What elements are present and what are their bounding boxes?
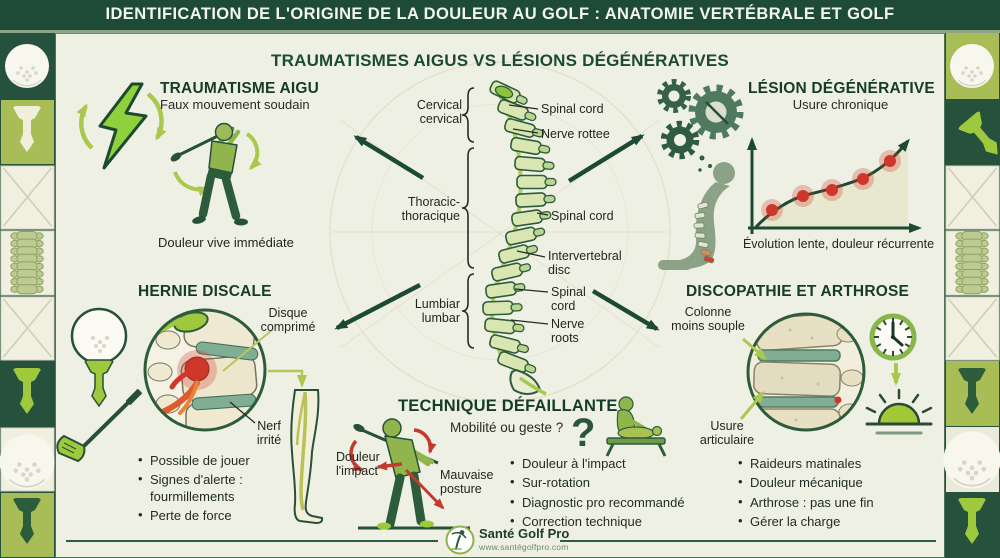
pain-points	[761, 150, 901, 221]
golf-ball-icon	[942, 430, 1000, 490]
lightning-icon	[76, 82, 167, 170]
discopathy-bullets: Raideurs matinales Douleur mécanique Art…	[737, 455, 907, 533]
lesion-caption: Évolution lente, douleur récurrente	[742, 237, 935, 251]
physio-table-icon	[605, 396, 667, 457]
hernia-bullet: Signes d'alerte : fourmillements	[137, 471, 275, 505]
discopathy-title: DISCOPATHIE ET ARTHROSE	[686, 283, 910, 300]
gears-icon	[657, 79, 744, 172]
hernia-bullet: Possible de jouer	[137, 452, 275, 469]
hernia-leader-lines	[222, 329, 307, 424]
hernia-label-disc: Disque comprimé	[260, 306, 316, 334]
brand-logo	[445, 525, 475, 555]
leg-nerve-illustration	[290, 389, 324, 525]
diagonal-arrows	[334, 134, 660, 331]
discopathy-bullet: Douleur mécanique	[737, 474, 907, 491]
hernia-title: HERNIE DISCALE	[138, 283, 272, 300]
pain-trend-chart	[747, 137, 922, 234]
hunched-person-illustration	[658, 162, 735, 270]
technique-title: TECHNIQUE DÉFAILLANTE	[398, 397, 618, 415]
spine-label-spinal-cord-3: Spinal cord	[551, 285, 586, 313]
lesion-subtitle: Usure chronique	[792, 97, 889, 112]
banner-bar	[0, 0, 1000, 34]
clock-icon	[869, 313, 917, 361]
arthrosis-disc-illustration	[739, 312, 866, 432]
spine-label-intervertebral-disc: Intervertebral disc	[548, 249, 622, 277]
lesion-title: LÉSION DÉGÉNÉRATIVE	[748, 80, 935, 97]
spine-label-nerve-roots: Nerve roots	[551, 317, 585, 345]
hernia-bullets: Possible de jouer Signes d'alerte : four…	[137, 452, 275, 527]
golf-ball-icon	[4, 43, 50, 89]
side-strip-left	[0, 33, 56, 558]
discopathy-label-stiffness: Colonne moins souple	[671, 305, 745, 333]
discopathy-bullet: Gérer la charge	[737, 513, 907, 530]
technique-bullet: Diagnostic pro recommandé	[509, 493, 689, 511]
hernia-bullet: Perte de force	[137, 507, 275, 524]
hernia-disc-illustration	[143, 308, 267, 432]
golf-ball-icon	[949, 43, 995, 89]
trauma-golfer-illustration	[170, 122, 262, 226]
technique-label-impact: Douleur l'impact	[336, 450, 380, 478]
spine-label-spinal-cord-1: Spinal cord	[541, 102, 604, 116]
discopathy-label-wear: Usure articulaire	[699, 419, 755, 447]
technique-bullet: Sur-rotation	[509, 474, 689, 491]
spine-region-cervical: Cervical cervical	[416, 98, 462, 126]
region-braces	[461, 87, 475, 349]
technique-golfer-illustration	[349, 418, 470, 530]
pain-arrows	[349, 428, 445, 510]
technique-bullets: Douleur à l'impact Sur-rotation Diagnost…	[509, 455, 689, 533]
technique-bullet: Douleur à l'impact	[509, 455, 689, 472]
discopathy-bullet: Raideurs matinales	[737, 455, 907, 472]
sunrise-icon	[865, 388, 933, 435]
technique-subtitle: Mobilité ou geste ?	[450, 420, 564, 435]
trauma-subtitle: Faux mouvement soudain	[160, 97, 310, 112]
spine-label-nerve-root: Nerve rottee	[541, 127, 610, 141]
discopathy-bullet: Arthrose : pas une fin	[737, 493, 907, 511]
trauma-title: TRAUMATISME AIGU	[160, 80, 320, 97]
footer-brand: Santé Golf Pro	[479, 526, 570, 541]
page-title: IDENTIFICATION DE L'ORIGINE DE LA DOULEU…	[105, 5, 895, 23]
question-mark: ?	[571, 411, 596, 455]
spine-leader-lines	[508, 104, 549, 325]
side-strip-right	[942, 33, 1000, 558]
hernia-label-nerve: Nerf irrité	[256, 419, 282, 447]
spine-region-thoracic: Thoracic- thoracique	[401, 195, 460, 223]
spine-region-lumbar: Lumbiar lumbar	[414, 297, 460, 325]
spine-illustration	[481, 78, 557, 396]
golf-ball-icon	[0, 433, 56, 491]
spine-label-spinal-cord-2: Spinal cord	[551, 209, 614, 223]
golf-club-icon	[56, 388, 143, 463]
trauma-caption: Douleur vive immédiate	[158, 235, 294, 250]
section-subtitle: TRAUMATISMES AIGUS VS LÉSIONS DÉGÉNÉRATI…	[271, 51, 729, 70]
golf-ball-tee-icon	[70, 307, 128, 407]
footer-url: www.santégolfpro.com	[479, 542, 569, 552]
technique-bullet: Correction technique	[509, 513, 689, 530]
technique-label-posture: Mauvaise posture	[440, 468, 494, 496]
